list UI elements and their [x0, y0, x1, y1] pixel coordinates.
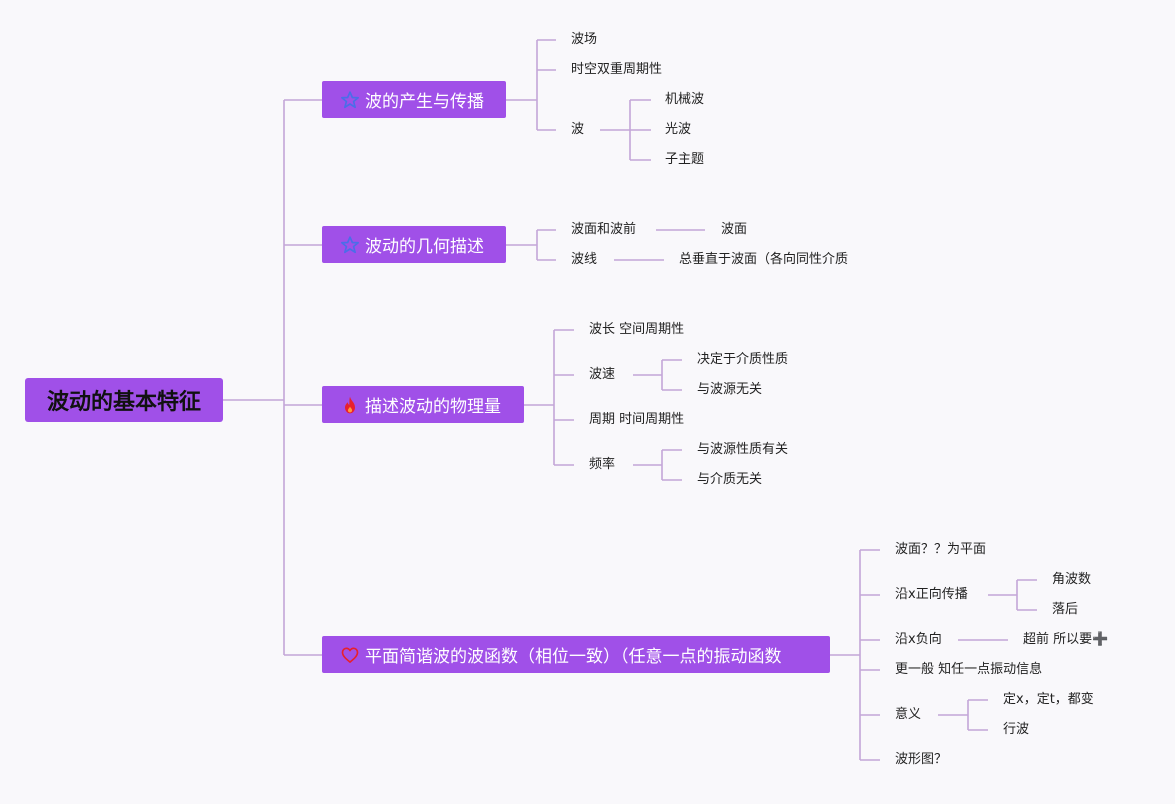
subtopic[interactable]: 时空双重周期性 — [571, 62, 663, 77]
fire-icon — [340, 395, 360, 415]
branch-label: 波动的几何描述 — [365, 237, 484, 257]
subtopic[interactable]: 波形图？ — [895, 752, 948, 767]
subtopic[interactable]: 意义 — [895, 707, 922, 722]
branch-label: 平面简谐波的波函数（相位一致）（任意一点的振动函数 — [365, 647, 782, 667]
subtopic[interactable]: 总垂直于波面（各向同性介质 — [679, 252, 849, 267]
branch-topic[interactable]: 波动的几何描述 — [322, 226, 506, 263]
subtopic[interactable]: 波面？？为平面 — [895, 542, 987, 557]
subtopic[interactable]: 行波 — [1003, 722, 1030, 737]
subtopic[interactable]: 波速 — [589, 367, 616, 382]
subtopic[interactable]: 沿x正向传播 — [895, 587, 968, 602]
root-topic[interactable]: 波动的基本特征 — [25, 378, 223, 422]
subtopic[interactable]: 波面和波前 — [571, 222, 637, 237]
subtopic[interactable]: 决定于介质性质 — [697, 352, 789, 367]
star-icon — [340, 235, 360, 255]
subtopic[interactable]: 与介质无关 — [697, 472, 763, 487]
branch-topic[interactable]: 平面简谐波的波函数（相位一致）（任意一点的振动函数 — [322, 636, 830, 673]
subtopic[interactable]: 沿x负向 — [895, 632, 942, 647]
subtopic[interactable]: 与波源无关 — [697, 382, 763, 397]
subtopic[interactable]: 波场 — [571, 32, 598, 47]
subtopic[interactable]: 机械波 — [665, 92, 705, 107]
branch-topic[interactable]: 波的产生与传播 — [322, 81, 506, 118]
subtopic[interactable]: 更一般 知任一点振动信息 — [895, 662, 1043, 677]
subtopic[interactable]: 超前 所以要➕ — [1023, 632, 1109, 647]
subtopic[interactable]: 角波数 — [1052, 572, 1092, 587]
subtopic[interactable]: 波线 — [571, 252, 598, 267]
subtopic[interactable]: 周期 时间周期性 — [589, 412, 685, 427]
subtopic[interactable]: 波 — [571, 122, 585, 137]
subtopic[interactable]: 落后 — [1052, 602, 1079, 617]
subtopic[interactable]: 波长 空间周期性 — [589, 322, 685, 337]
subtopic[interactable]: 光波 — [665, 122, 692, 137]
branch-label: 描述波动的物理量 — [365, 397, 501, 417]
branch-label: 波的产生与传播 — [365, 92, 484, 112]
subtopic[interactable]: 与波源性质有关 — [697, 442, 789, 457]
star-icon — [340, 90, 360, 110]
subtopic[interactable]: 定x，定t，都变 — [1003, 692, 1094, 707]
subtopic[interactable]: 波面 — [721, 222, 748, 237]
branch-topic[interactable]: 描述波动的物理量 — [322, 386, 524, 423]
subtopic[interactable]: 频率 — [589, 457, 616, 472]
heart-icon — [340, 645, 360, 665]
subtopic[interactable]: 子主题 — [665, 152, 705, 167]
